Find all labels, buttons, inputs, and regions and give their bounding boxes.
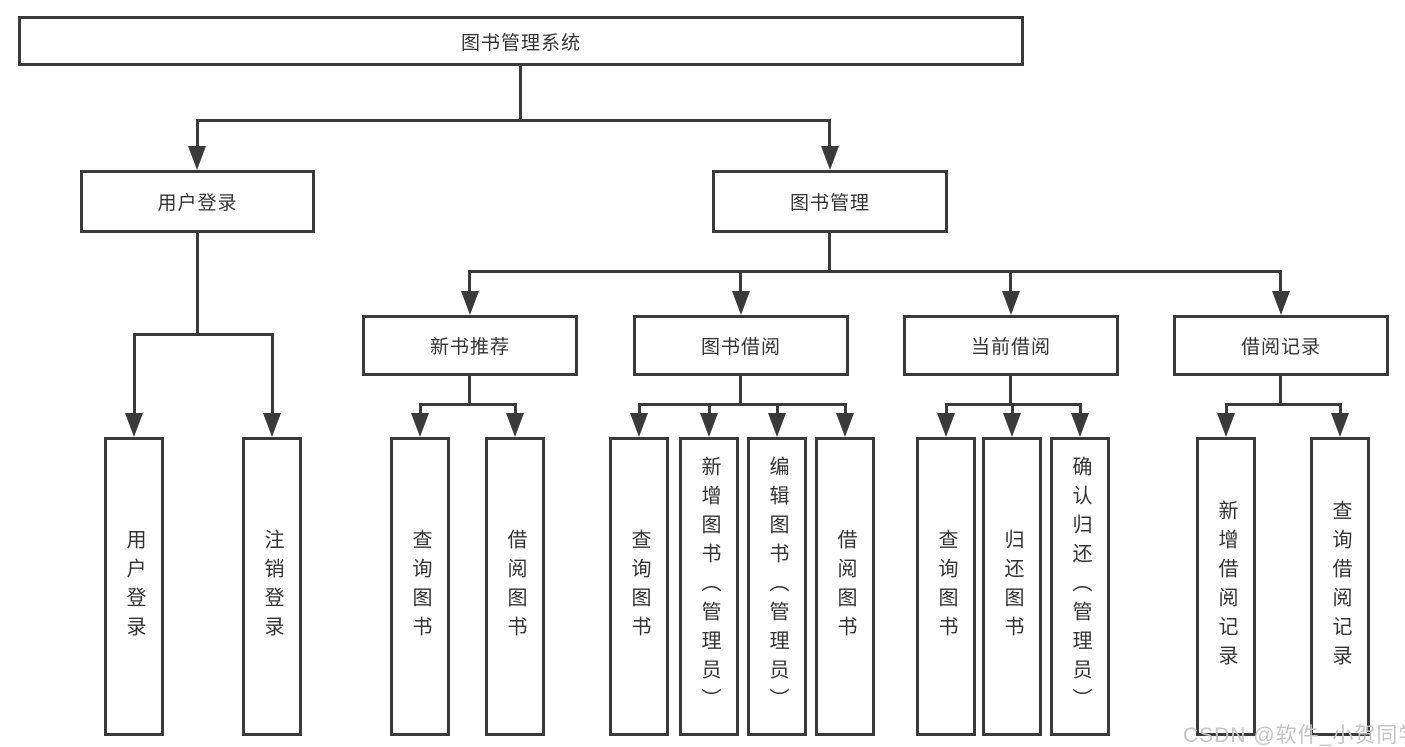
arrowhead-icon — [821, 146, 839, 170]
connector-line — [945, 403, 948, 415]
connector-line — [419, 403, 422, 415]
node-label: 查询图书 — [935, 528, 957, 645]
arrowhead-icon — [411, 413, 429, 437]
node-borrowing-records: 借阅记录 — [1173, 315, 1389, 376]
connector-line — [1339, 403, 1342, 415]
connector-line — [828, 119, 831, 147]
connector-line — [196, 119, 831, 122]
arrowhead-icon — [506, 413, 524, 437]
leaf-borrow-books-borrowing: 借阅图书 — [815, 437, 875, 736]
node-current-borrowing: 当前借阅 — [903, 315, 1119, 376]
node-label: 编辑图书（管理员） — [766, 456, 788, 717]
arrowhead-icon — [630, 413, 648, 437]
leaf-query-books-current: 查询图书 — [916, 437, 976, 736]
connector-line — [638, 403, 641, 415]
connector-line — [638, 403, 847, 406]
connector-line — [519, 66, 522, 122]
connector-line — [1009, 375, 1012, 406]
node-label: 借阅图书 — [834, 528, 856, 645]
connector-line — [1279, 375, 1282, 406]
connector-line — [468, 270, 1282, 273]
leaf-logout: 注销登录 — [242, 437, 302, 736]
connector-line — [1011, 403, 1014, 415]
arrowhead-icon — [836, 413, 854, 437]
connector-line — [708, 403, 711, 415]
arrowhead-icon — [188, 146, 206, 170]
connector-line — [1225, 403, 1228, 415]
connector-line — [1225, 403, 1342, 406]
node-book-management: 图书管理 — [712, 170, 948, 233]
node-label: 查询图书 — [409, 528, 431, 645]
node-label: 用户登录 — [157, 193, 238, 214]
arrowhead-icon — [1003, 413, 1021, 437]
connector-line — [468, 375, 471, 406]
node-user-login: 用户登录 — [80, 170, 315, 233]
arrowhead-icon — [937, 413, 955, 437]
node-label: 注销登录 — [261, 528, 283, 645]
node-label: 借阅图书 — [504, 528, 526, 645]
arrowhead-icon — [263, 413, 281, 437]
arrowhead-icon — [768, 413, 786, 437]
arrowhead-icon — [1217, 413, 1235, 437]
connector-line — [844, 403, 847, 415]
node-label: 新书推荐 — [429, 337, 510, 358]
node-label: 借阅记录 — [1240, 337, 1321, 358]
connector-line — [1079, 403, 1082, 415]
connector-line — [739, 270, 742, 293]
connector-line — [196, 232, 199, 336]
watermark: CSDN @软件_小贺同学 — [1183, 724, 1405, 747]
arrowhead-icon — [1331, 413, 1349, 437]
node-label: 新增借阅记录 — [1215, 499, 1237, 674]
connector-line — [828, 232, 831, 273]
leaf-return-books: 归还图书 — [982, 437, 1042, 736]
leaf-borrow-books-recommend: 借阅图书 — [485, 437, 545, 736]
node-label: 新增图书（管理员） — [698, 456, 720, 717]
connector-line — [271, 333, 274, 414]
node-label: 查询图书 — [628, 528, 650, 645]
arrowhead-icon — [1071, 413, 1089, 437]
connector-line — [776, 403, 779, 415]
node-label: 图书管理 — [789, 193, 870, 214]
connector-line — [133, 333, 136, 414]
connector-line — [1009, 270, 1012, 293]
node-label: 用户登录 — [123, 528, 145, 645]
leaf-edit-books-admin: 编辑图书（管理员） — [747, 437, 807, 736]
node-label: 当前借阅 — [970, 337, 1051, 358]
leaf-query-books-borrowing: 查询图书 — [609, 437, 669, 736]
connector-line — [514, 403, 517, 415]
node-new-book-recommendation: 新书推荐 — [362, 315, 578, 376]
leaf-query-books-recommend: 查询图书 — [390, 437, 450, 736]
connector-line — [468, 270, 471, 293]
leaf-add-books-admin: 新增图书（管理员） — [679, 437, 739, 736]
node-label: 归还图书 — [1001, 528, 1023, 645]
arrowhead-icon — [1002, 291, 1020, 315]
arrowhead-icon — [461, 291, 479, 315]
node-label: 确认归还（管理员） — [1069, 456, 1091, 717]
node-label: 图书借阅 — [700, 337, 781, 358]
connector-line — [739, 375, 742, 406]
leaf-user-login: 用户登录 — [104, 437, 164, 736]
node-library-management-system: 图书管理系统 — [18, 16, 1024, 66]
arrowhead-icon — [732, 291, 750, 315]
arrowhead-icon — [700, 413, 718, 437]
node-label: 查询借阅记录 — [1329, 499, 1351, 674]
leaf-query-borrow-record: 查询借阅记录 — [1310, 437, 1370, 736]
leaf-confirm-return-admin: 确认归还（管理员） — [1050, 437, 1110, 736]
connector-line — [133, 333, 274, 336]
connector-line — [419, 403, 517, 406]
connector-line — [196, 119, 199, 147]
leaf-add-borrow-record: 新增借阅记录 — [1196, 437, 1256, 736]
connector-line — [1279, 270, 1282, 293]
arrowhead-icon — [125, 413, 143, 437]
node-label: 图书管理系统 — [460, 32, 581, 54]
arrowhead-icon — [1272, 291, 1290, 315]
node-book-borrowing: 图书借阅 — [633, 315, 849, 376]
